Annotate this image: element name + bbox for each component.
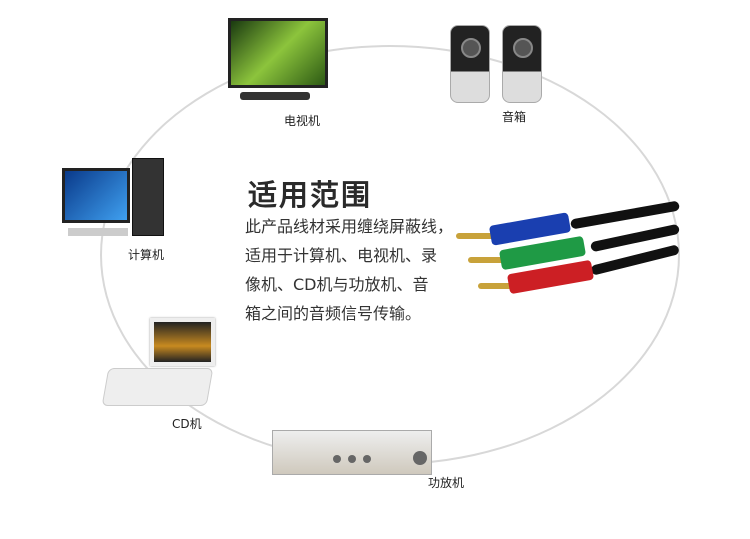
speakers-label: 音箱 bbox=[502, 110, 527, 124]
tv-label: 电视机 bbox=[284, 114, 321, 128]
description: 此产品线材采用缠绕屏蔽线， 适用于计算机、电视机、录 像机、CD机与功放机、音 … bbox=[245, 212, 465, 328]
rca-cable-image bbox=[450, 195, 681, 305]
cd-player-image bbox=[101, 318, 215, 408]
description-line: 箱之间的音频信号传输。 bbox=[245, 304, 422, 323]
amplifier-label: 功放机 bbox=[428, 476, 465, 490]
description-line: 适用于计算机、电视机、录 bbox=[245, 246, 438, 265]
description-line: 此产品线材采用缠绕屏蔽线， bbox=[245, 217, 454, 236]
computer-label: 计算机 bbox=[128, 248, 165, 262]
amplifier-image bbox=[272, 430, 432, 475]
section-title: 适用范围 bbox=[248, 178, 373, 212]
cd-label: CD机 bbox=[172, 417, 202, 431]
description-line: 像机、CD机与功放机、音 bbox=[245, 275, 429, 294]
